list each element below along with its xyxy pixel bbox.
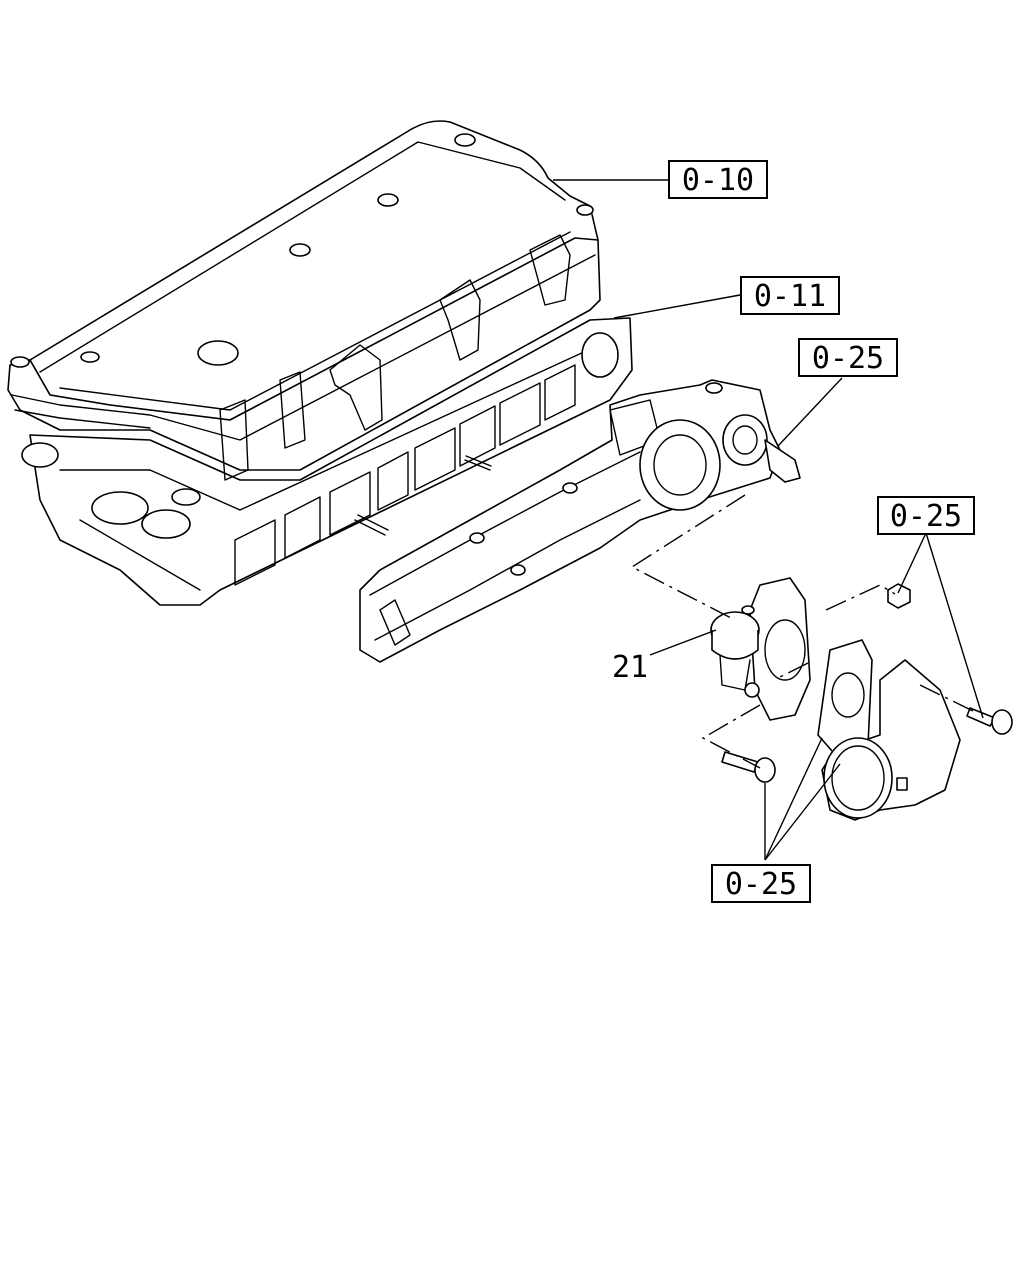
intake-manifold (359, 379, 801, 663)
assembly-lines (630, 494, 976, 769)
egr-valve (710, 577, 811, 721)
callout-0-11: 0-11 (740, 276, 840, 315)
callout-0-25-manifold: 0-25 (798, 338, 898, 377)
callout-label: 0-25 (890, 499, 962, 534)
callout-0-10: 0-10 (668, 160, 768, 199)
callout-21: 21 (612, 650, 648, 685)
callout-label: 0-25 (725, 867, 797, 902)
callout-label: 21 (612, 650, 648, 685)
fasteners (721, 583, 1013, 783)
callout-0-25-fasteners: 0-25 (877, 496, 975, 535)
elbow-pipe (817, 639, 961, 821)
callout-label: 0-11 (754, 279, 826, 314)
callout-label: 0-25 (812, 341, 884, 376)
callout-0-25-bottom: 0-25 (711, 864, 811, 903)
cylinder-head (7, 120, 633, 606)
callout-label: 0-10 (682, 163, 754, 198)
